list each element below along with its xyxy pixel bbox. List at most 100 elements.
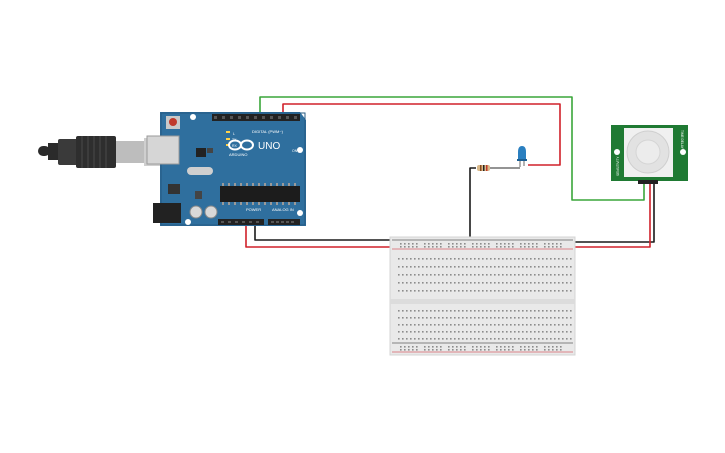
breadboard-hole: [474, 290, 476, 292]
breadboard-hole: [406, 331, 408, 333]
breadboard-hole: [530, 282, 532, 284]
breadboard-hole: [430, 290, 432, 292]
breadboard-hole: [486, 331, 488, 333]
breadboard-hole: [450, 338, 452, 340]
breadboard-hole: [482, 258, 484, 260]
breadboard-hole: [434, 258, 436, 260]
wire-green-signal[interactable]: [259, 96, 645, 201]
breadboard-hole: [422, 258, 424, 260]
breadboard-hole: [470, 317, 472, 319]
power-jack: [153, 203, 181, 223]
wire-red-led[interactable]: [282, 103, 561, 166]
breadboard-hole: [534, 282, 536, 284]
led-icon[interactable]: [517, 146, 527, 167]
breadboard-hole: [438, 274, 440, 276]
breadboard-hole: [504, 243, 506, 245]
breadboard-hole: [558, 274, 560, 276]
breadboard-hole: [506, 290, 508, 292]
breadboard-hole: [410, 266, 412, 268]
breadboard-hole: [554, 324, 556, 326]
breadboard-hole: [542, 310, 544, 312]
breadboard-hole: [510, 331, 512, 333]
wire-black-resistor[interactable]: [469, 167, 476, 241]
breadboard-hole: [514, 274, 516, 276]
breadboard-hole: [510, 317, 512, 319]
breadboard-hole: [560, 349, 562, 351]
breadboard-hole: [506, 258, 508, 260]
breadboard-hole: [474, 274, 476, 276]
breadboard-hole: [474, 324, 476, 326]
breadboard-hole: [570, 258, 572, 260]
breadboard-hole: [550, 290, 552, 292]
digital-header-label: DIGITAL (PWM~): [252, 129, 284, 134]
breadboard-hole: [522, 317, 524, 319]
rx-label: RX: [232, 144, 238, 148]
breadboard-hole: [494, 331, 496, 333]
breadboard[interactable]: [389, 236, 576, 356]
breadboard-hole: [466, 282, 468, 284]
breadboard-hole: [454, 338, 456, 340]
breadboard-hole: [404, 243, 406, 245]
breadboard-hole: [410, 282, 412, 284]
breadboard-hole: [434, 266, 436, 268]
breadboard-hole: [566, 338, 568, 340]
breadboard-hole: [500, 349, 502, 351]
breadboard-hole: [530, 274, 532, 276]
uno-logo-text: UNO: [258, 141, 280, 152]
breadboard-hole: [408, 243, 410, 245]
breadboard-hole: [414, 324, 416, 326]
breadboard-hole: [498, 258, 500, 260]
breadboard-hole: [452, 243, 454, 245]
breadboard-hole: [406, 290, 408, 292]
breadboard-hole: [502, 324, 504, 326]
breadboard-hole: [550, 331, 552, 333]
breadboard-hole: [462, 324, 464, 326]
breadboard-hole: [490, 324, 492, 326]
wire-black-pir[interactable]: [570, 183, 655, 243]
breadboard-hole: [514, 290, 516, 292]
breadboard-hole: [526, 310, 528, 312]
breadboard-hole: [410, 338, 412, 340]
breadboard-hole: [456, 243, 458, 245]
breadboard-hole: [428, 243, 430, 245]
breadboard-hole: [490, 290, 492, 292]
breadboard-hole: [482, 290, 484, 292]
breadboard-hole: [452, 349, 454, 351]
wire-red-5v[interactable]: [245, 222, 398, 248]
breadboard-hole: [538, 290, 540, 292]
breadboard-hole: [506, 282, 508, 284]
breadboard-hole: [536, 349, 538, 351]
breadboard-hole: [442, 324, 444, 326]
breadboard-hole: [484, 349, 486, 351]
breadboard-hole: [442, 282, 444, 284]
breadboard-hole: [450, 258, 452, 260]
breadboard-hole: [502, 290, 504, 292]
breadboard-hole: [518, 266, 520, 268]
breadboard-hole: [524, 246, 526, 248]
resistor-icon[interactable]: [477, 165, 490, 171]
breadboard-hole: [474, 331, 476, 333]
breadboard-hole: [494, 290, 496, 292]
breadboard-hole: [558, 324, 560, 326]
breadboard-hole: [406, 317, 408, 319]
breadboard-hole: [478, 258, 480, 260]
breadboard-hole: [414, 331, 416, 333]
breadboard-hole: [402, 338, 404, 340]
pir-sensor[interactable]: SENSITIVITY TIME DELAY: [611, 125, 688, 184]
breadboard-hole: [550, 266, 552, 268]
breadboard-hole: [478, 274, 480, 276]
breadboard-hole: [454, 274, 456, 276]
wire-red-pir[interactable]: [570, 183, 651, 248]
arduino-uno-board[interactable]: DIGITAL (PWM~) TX RX L ON UNO ARDUINO: [146, 112, 306, 226]
breadboard-hole: [474, 338, 476, 340]
breadboard-hole: [438, 266, 440, 268]
breadboard-hole: [438, 317, 440, 319]
wire-black-gnd[interactable]: [254, 222, 398, 241]
usb-cable-icon: [38, 136, 162, 168]
breadboard-hole: [414, 317, 416, 319]
breadboard-hole: [470, 258, 472, 260]
breadboard-hole: [534, 338, 536, 340]
breadboard-hole: [470, 266, 472, 268]
breadboard-hole: [412, 246, 414, 248]
breadboard-hole: [548, 243, 550, 245]
